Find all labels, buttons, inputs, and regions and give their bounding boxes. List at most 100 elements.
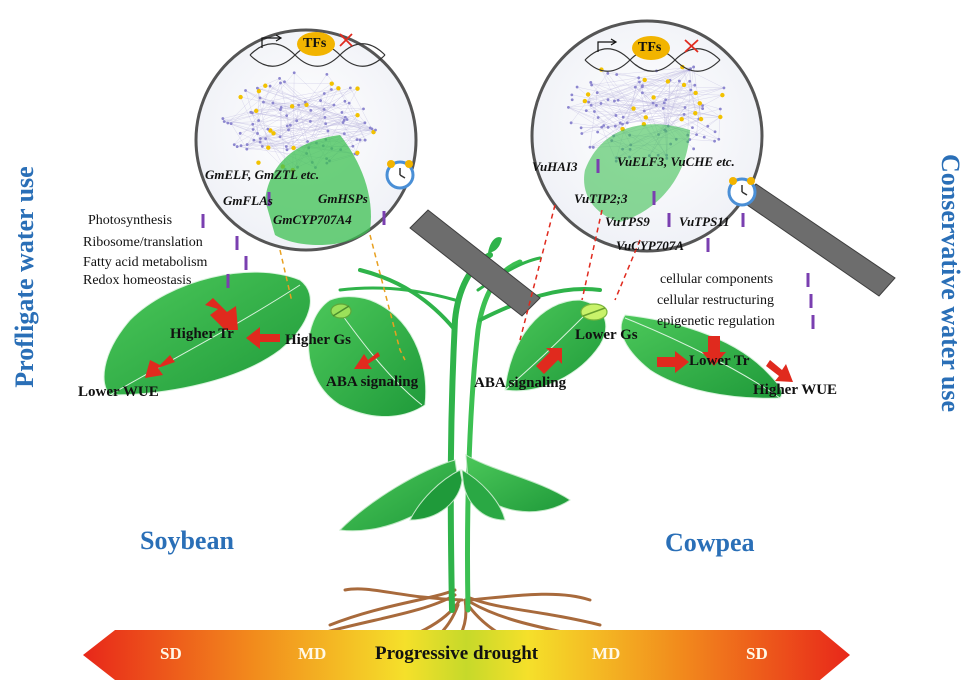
network-node [262,100,265,104]
network-edge [286,122,365,150]
network-node [351,144,355,148]
network-node [651,101,655,105]
network-node [239,144,243,148]
network-edge [268,122,365,148]
network-edge [279,129,289,137]
tf-bind-arrows [261,34,618,52]
arrow-icon [536,348,562,374]
soybean-lens-handle [409,209,541,317]
network-node [256,160,261,165]
network-node [252,138,256,142]
regulation-markers [201,159,815,329]
network-edge [601,69,624,118]
network-node [345,118,349,121]
network-edge [642,89,691,93]
network-edge [568,107,630,136]
network-node [264,137,268,141]
network-node [606,71,610,75]
network-node [297,103,301,107]
network-node [304,102,309,108]
network-node [695,133,698,137]
network-edge [320,100,335,106]
network-edge [586,110,599,118]
network-node [285,124,289,128]
soybean-tf-badge [297,32,335,56]
network-node [589,81,593,84]
network-edge [245,90,273,104]
network-edge [568,105,592,108]
network-node [348,86,352,90]
network-node [621,122,624,126]
cowpea-wue-label: Higher WUE [753,382,838,398]
network-node [718,114,723,120]
network-edge [260,97,311,111]
network-node [319,99,322,102]
network-edge [613,79,645,136]
network-node [303,100,307,104]
soybean-gene-network [221,71,377,173]
network-edge [600,103,686,108]
network-edge [338,88,366,141]
soybean-dashed-connectors [279,234,406,361]
network-edge [668,81,680,127]
network-node [289,104,295,109]
network-node [640,91,644,95]
network-edge [590,82,664,109]
network-node [717,137,721,141]
network-edge [584,68,691,102]
network-edge [638,77,654,98]
network-node [309,108,313,112]
soybean-process-term: Fatty acid metabolism [83,255,208,270]
drought-stage-label: MD [298,644,327,663]
network-edge [257,91,260,134]
network-edge [600,103,645,112]
network-node [278,77,281,80]
network-edge [310,121,372,130]
network-node [691,126,694,129]
network-node [287,128,290,132]
network-edge [591,79,645,106]
network-node [322,107,326,111]
network-node [584,109,588,113]
network-node [682,113,686,116]
network-node [567,106,570,109]
drought-stage-label: SD [746,644,768,663]
network-node [326,129,330,133]
network-node [661,106,665,110]
network-node [640,85,644,89]
network-node [257,119,260,122]
network-edge [614,66,683,102]
network-edge [231,82,281,124]
network-edge [270,122,365,131]
network-node [588,145,592,149]
cowpea-process-term: cellular components [660,272,774,287]
network-node [570,98,574,102]
network-edge [571,94,699,120]
network-edge [258,120,286,170]
network-node [633,85,637,89]
network-edge [608,122,628,128]
network-node [718,107,722,111]
network-edge [265,101,345,139]
network-node [616,98,620,102]
network-node [291,145,296,151]
network-node [278,135,282,139]
network-node [615,73,619,76]
network-node [692,65,696,69]
network-edge [288,104,335,131]
network-edge [589,92,598,148]
network-node [258,96,262,100]
network-node [596,130,600,134]
network-node [582,98,588,104]
network-node [336,86,341,91]
network-edge [688,69,696,114]
soybean-process-term: Redox homeostasis [83,273,192,288]
cowpea-gs-label: Lower Gs [575,327,638,343]
network-edge [590,82,666,132]
cowpea-tf-badge [632,36,670,60]
network-node [595,91,599,95]
network-node [249,110,253,114]
soybean-gene-label: GmFLAs [223,193,273,208]
network-edge [607,99,646,118]
